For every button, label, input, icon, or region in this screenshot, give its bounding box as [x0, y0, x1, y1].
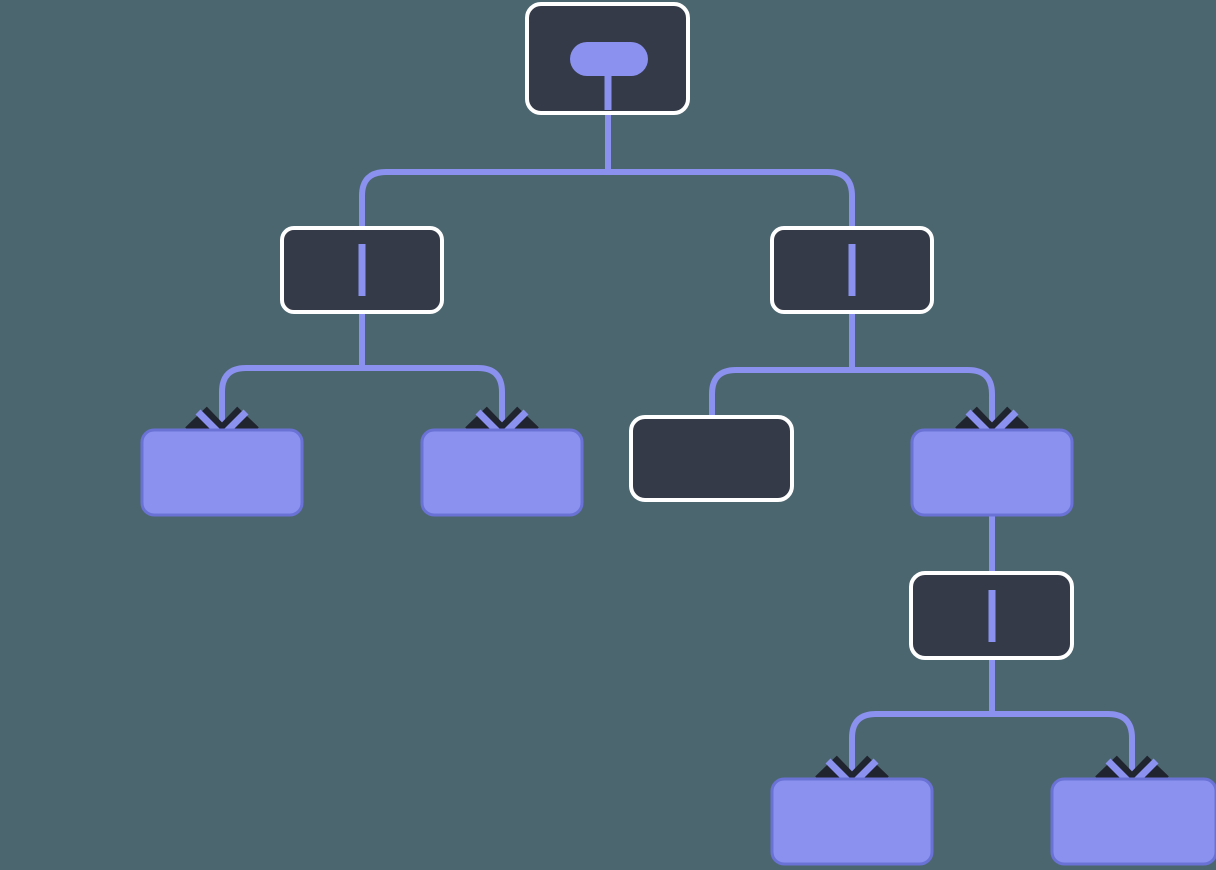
node-n0-pill-glyph — [570, 42, 648, 76]
node-n7[interactable] — [909, 571, 1074, 660]
node-n3[interactable] — [140, 428, 304, 517]
node-n0[interactable] — [525, 2, 690, 115]
connector-layer — [219, 110, 1135, 781]
edge-n2-n6 — [852, 367, 995, 432]
edge-n1-n3 — [219, 365, 362, 432]
node-n2[interactable] — [770, 226, 934, 314]
node-n6[interactable] — [910, 428, 1074, 517]
node-n4[interactable] — [420, 428, 584, 517]
node-n9-body[interactable] — [1050, 777, 1216, 866]
edge-n0-n2 — [608, 169, 855, 232]
edge-n2-n5 — [709, 367, 852, 420]
edge-n1-n4 — [362, 365, 505, 432]
edge-n7-n8 — [849, 711, 992, 781]
edge-n0-n1 — [359, 169, 608, 232]
node-n4-body[interactable] — [420, 428, 584, 517]
node-n3-body[interactable] — [140, 428, 304, 517]
node-n9[interactable] — [1050, 777, 1216, 866]
node-n8[interactable] — [770, 777, 934, 866]
node-n5[interactable] — [629, 415, 794, 502]
node-n5-body[interactable] — [629, 415, 794, 502]
edge-n7-n9 — [992, 711, 1135, 781]
node-n6-body[interactable] — [910, 428, 1074, 517]
node-n1[interactable] — [280, 226, 444, 314]
node-n8-body[interactable] — [770, 777, 934, 866]
